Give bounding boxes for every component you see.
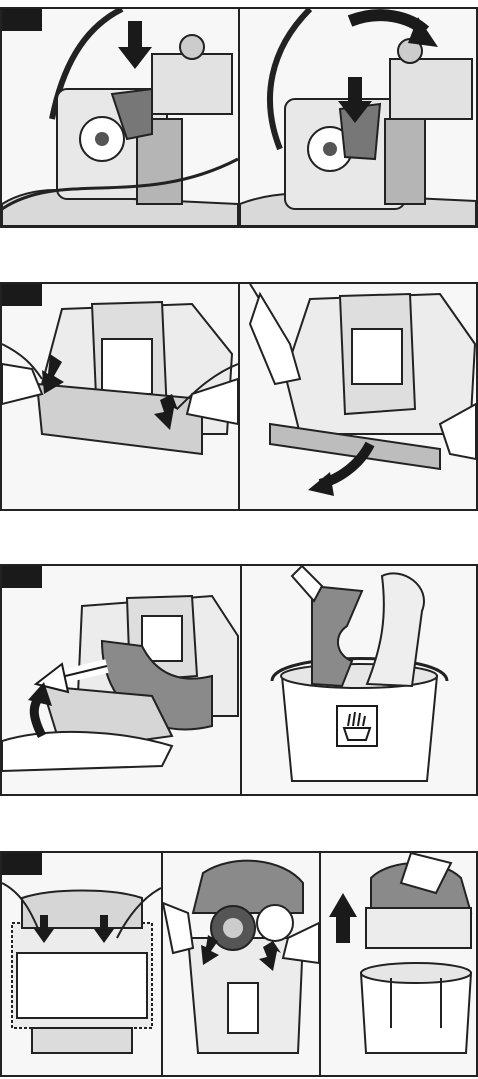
step-1-panel-b xyxy=(240,9,476,226)
illustration-press-tab xyxy=(2,9,238,226)
step-1-badge xyxy=(2,9,42,31)
illustration-lift-lid xyxy=(321,853,476,1075)
curved-arrow-icon xyxy=(350,15,438,47)
illustration-press-clips xyxy=(2,284,238,509)
step-4-panel-a xyxy=(2,853,161,1075)
step-1-panel-a xyxy=(2,9,238,226)
illustration-wash-in-bucket xyxy=(242,566,476,794)
step-3-panel-a xyxy=(2,566,240,794)
hand-wash-icon xyxy=(337,706,377,746)
step-2 xyxy=(0,282,478,511)
illustration-release-grid xyxy=(240,284,476,509)
step-4-panel-b xyxy=(163,853,319,1075)
step-2-badge xyxy=(2,284,42,306)
step-1 xyxy=(0,7,478,228)
step-2-panel-a xyxy=(2,284,238,509)
step-4-panel-c xyxy=(321,853,476,1075)
step-3-badge xyxy=(2,566,42,588)
illustration-fold-cover xyxy=(240,9,476,226)
illustration-insert-filter xyxy=(2,853,161,1075)
step-3 xyxy=(0,564,478,796)
down-arrow-icon xyxy=(118,21,152,69)
step-3-panel-b xyxy=(242,566,476,794)
up-arrow-icon xyxy=(329,893,357,943)
step-4-badge xyxy=(2,853,42,875)
step-4 xyxy=(0,851,478,1077)
illustration-remove-filter xyxy=(2,566,240,794)
step-2-panel-b xyxy=(240,284,476,509)
illustration-press-latches xyxy=(163,853,319,1075)
